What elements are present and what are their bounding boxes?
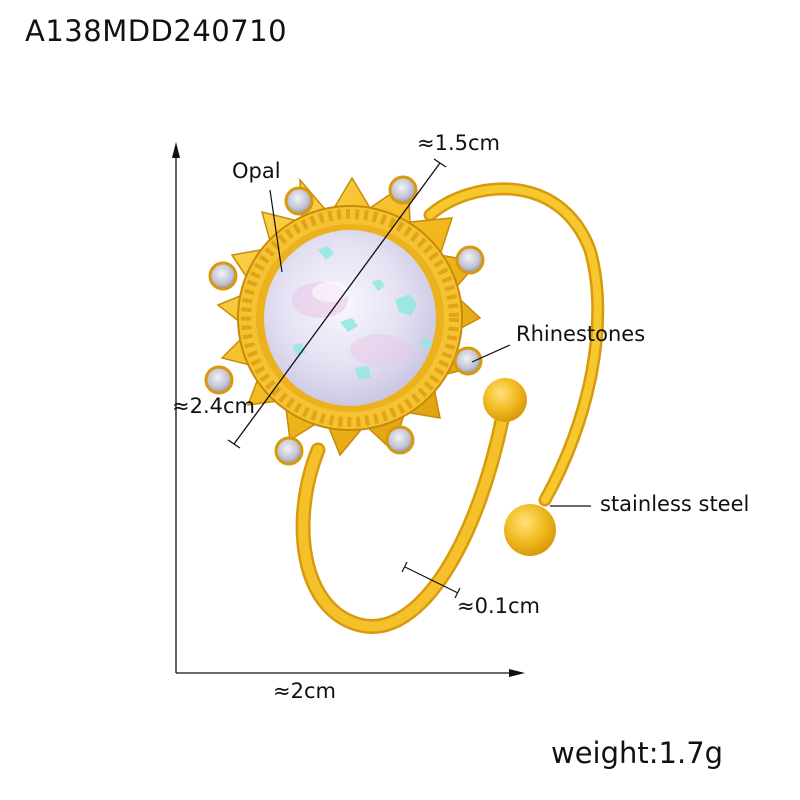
- height-label: ≈2.4cm: [172, 394, 255, 418]
- stone-diameter-label: ≈1.5cm: [417, 131, 500, 155]
- band-thickness-line: [401, 561, 461, 599]
- ball-end-lower: [504, 504, 556, 556]
- weight-label: weight:1.7g: [551, 736, 724, 770]
- height-dimension-line: [172, 142, 180, 673]
- rhinestones-leader-line: [471, 344, 511, 363]
- rhinestones-callout-label: Rhinestones: [516, 322, 646, 346]
- product-sku: A138MDD240710: [25, 14, 288, 48]
- width-label: ≈2cm: [273, 679, 336, 703]
- material-callout-label: stainless steel: [600, 492, 750, 516]
- opal-callout-label: Opal: [232, 159, 281, 183]
- band-thickness-label: ≈0.1cm: [457, 594, 540, 618]
- width-dimension-line: [176, 669, 525, 677]
- opal-stone: [264, 230, 436, 406]
- stone-diameter-line: [227, 158, 447, 449]
- ring-band: [295, 182, 605, 634]
- opal-leader-line: [269, 189, 283, 273]
- rhinestones: [204, 175, 485, 466]
- ball-end-upper: [483, 378, 527, 422]
